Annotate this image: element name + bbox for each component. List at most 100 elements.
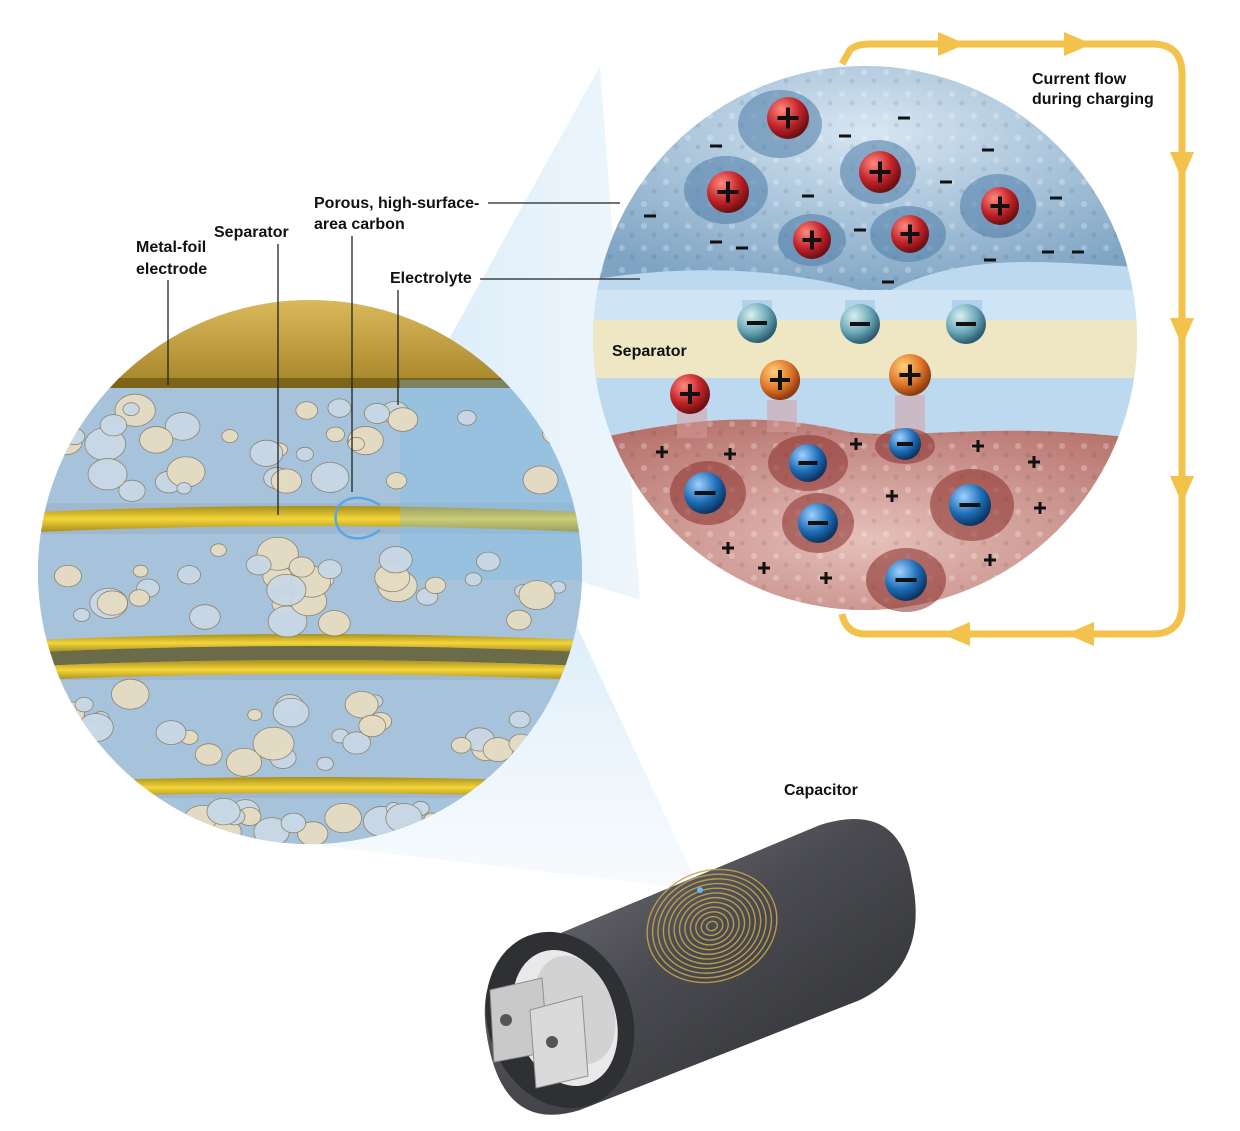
carbon-particle [295,446,314,462]
label-capacitor: Capacitor [784,782,858,799]
carbon-particle [191,835,207,844]
carbon-particle [159,831,181,844]
anion-minus-ion-icon [949,484,991,526]
carbon-particle [96,590,129,616]
arrow-icon [938,32,966,56]
carbon-particle [168,817,186,832]
cation-plus-ion-icon [981,187,1019,225]
carbon-particle [363,402,391,424]
positive-charge-icon [850,438,862,450]
carbon-particle [317,559,343,580]
cation-plus-ion-icon [859,151,901,193]
carbon-particle [252,726,295,761]
carbon-particle [139,426,174,454]
carbon-particle [249,439,284,467]
carbon-particle [63,428,86,446]
carbon-particle [424,576,447,594]
carbon-particle [247,709,263,722]
carbon-particle [387,407,419,432]
carbon-particle [108,804,132,823]
carbon-particle [358,714,387,738]
carbon-particle [310,461,350,493]
carbon-particle [518,580,556,610]
surface-charges [644,116,1084,584]
carbon-particle [295,401,319,420]
carbon-particle [316,756,334,771]
label-current-flow-line2: during charging [1032,91,1154,108]
label-separator-left: Separator [214,224,289,241]
carbon-particle [325,426,345,443]
anion-minus-ion-icon [789,444,827,482]
carbon-particle [38,704,67,730]
carbon-particle [245,554,272,576]
arrow-icon [942,622,970,646]
carbon-particle [221,429,239,443]
carbon-particle [53,564,82,588]
carbon-particle [194,743,223,766]
metal-foil-layer [38,378,582,388]
capacitor-body [484,819,916,1115]
ions-group [670,97,1019,601]
carbon-particle [87,458,128,491]
carbon-particle [128,589,150,607]
carbon-particle [155,720,187,745]
cation-plus-ion-icon [767,97,809,139]
carbon-particle [270,468,303,494]
zoom-indicator [334,496,381,540]
carbon-particle [266,573,307,607]
positive-charge-icon [1034,502,1046,514]
carbon-particle [189,604,221,630]
carbon-particle [94,794,131,823]
positive-charge-icon [820,572,832,584]
carbon-particle [297,821,329,844]
carbon-particle [226,747,262,777]
carbon-particle [347,436,365,451]
anion-minus-ion-icon [684,472,726,514]
anion-minus-ion-icon [737,303,777,343]
carbon-particle [476,551,501,572]
label-porous-carbon-line1: Porous, high-surface- [314,195,479,212]
carbon-particle [99,414,128,437]
carbon-particle [177,565,201,585]
anion-minus-ion-icon [946,304,986,344]
positive-charge-icon [886,490,898,502]
label-metal-foil-line1: Metal-foil [136,239,206,256]
carbon-particle [451,737,472,754]
carbon-particle [288,556,315,578]
carbon-particle [146,814,179,841]
carbon-particle [38,828,59,844]
carbon-particle [38,813,74,842]
carbon-particle [327,398,352,418]
carbon-particle [385,472,408,490]
arrow-icon [1066,622,1094,646]
arrow-icon [1170,318,1194,346]
carbon-particle [118,479,146,502]
current-flow-path [838,40,1186,638]
carbon-particle [280,812,307,834]
positive-charge-icon [656,446,668,458]
anion-minus-ion-icon [889,428,921,460]
carbon-particle [132,564,149,578]
carbon-particle [122,402,140,417]
positive-charge-icon [724,448,736,460]
positive-charge-icon [984,554,996,566]
carbon-particle [42,817,85,844]
cation-plus-ion-icon [793,221,831,259]
carbon-particle [73,608,91,622]
carbon-particle [342,731,371,755]
current-arrows [938,32,1194,646]
carbon-particle [206,797,241,826]
arrow-icon [1064,32,1092,56]
label-current-flow-line1: Current flow [1032,71,1127,88]
carbon-particle [344,690,379,719]
terminal-right [529,995,589,1089]
leader-lines [167,202,640,515]
positive-charge-icon [722,542,734,554]
carbon-particle [522,465,559,495]
positive-charge-icon [758,562,770,574]
carbon-particle [164,412,201,441]
carbon-particle [77,713,114,743]
carbon-particle [55,710,80,730]
anion-minus-ion-icon [885,559,927,601]
